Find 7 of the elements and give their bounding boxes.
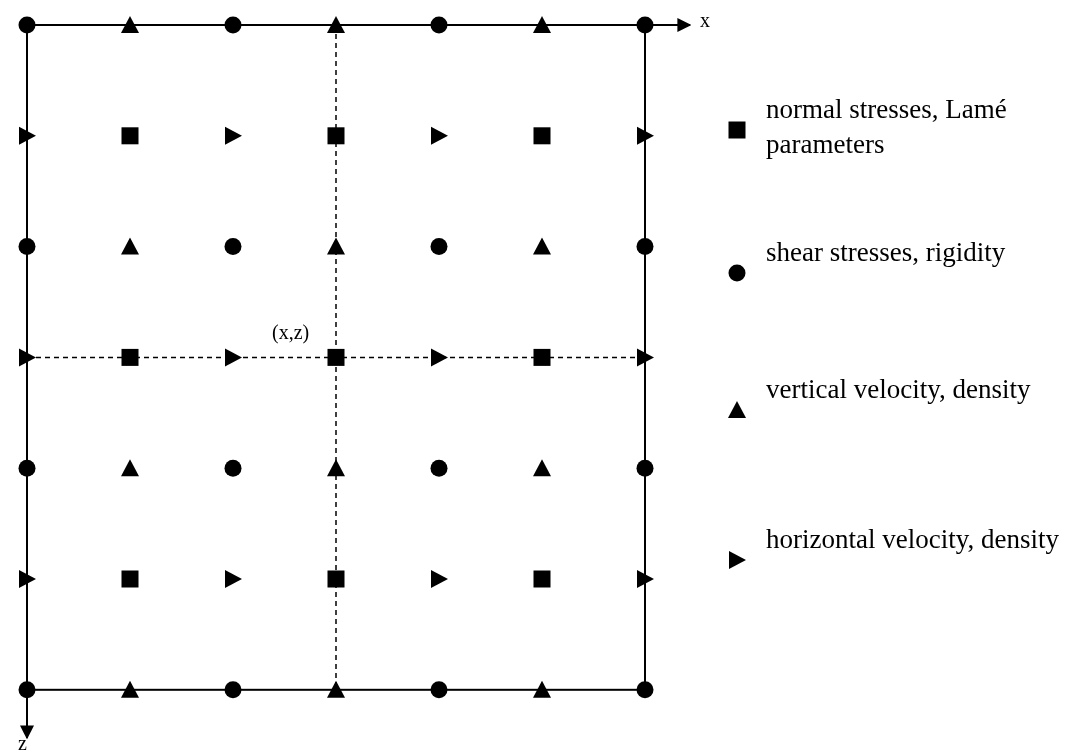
legend-text: shear stresses, rigidity (766, 236, 1007, 269)
axis-label: z (18, 733, 27, 753)
point-label: (x,z) (272, 322, 310, 342)
legend-text: normal stresses, Lamé parameters (766, 93, 1008, 162)
axis-label: x (700, 10, 710, 30)
legend-text: horizontal velocity, density (766, 523, 1060, 556)
legend-text: vertical velocity, density (766, 373, 1032, 406)
